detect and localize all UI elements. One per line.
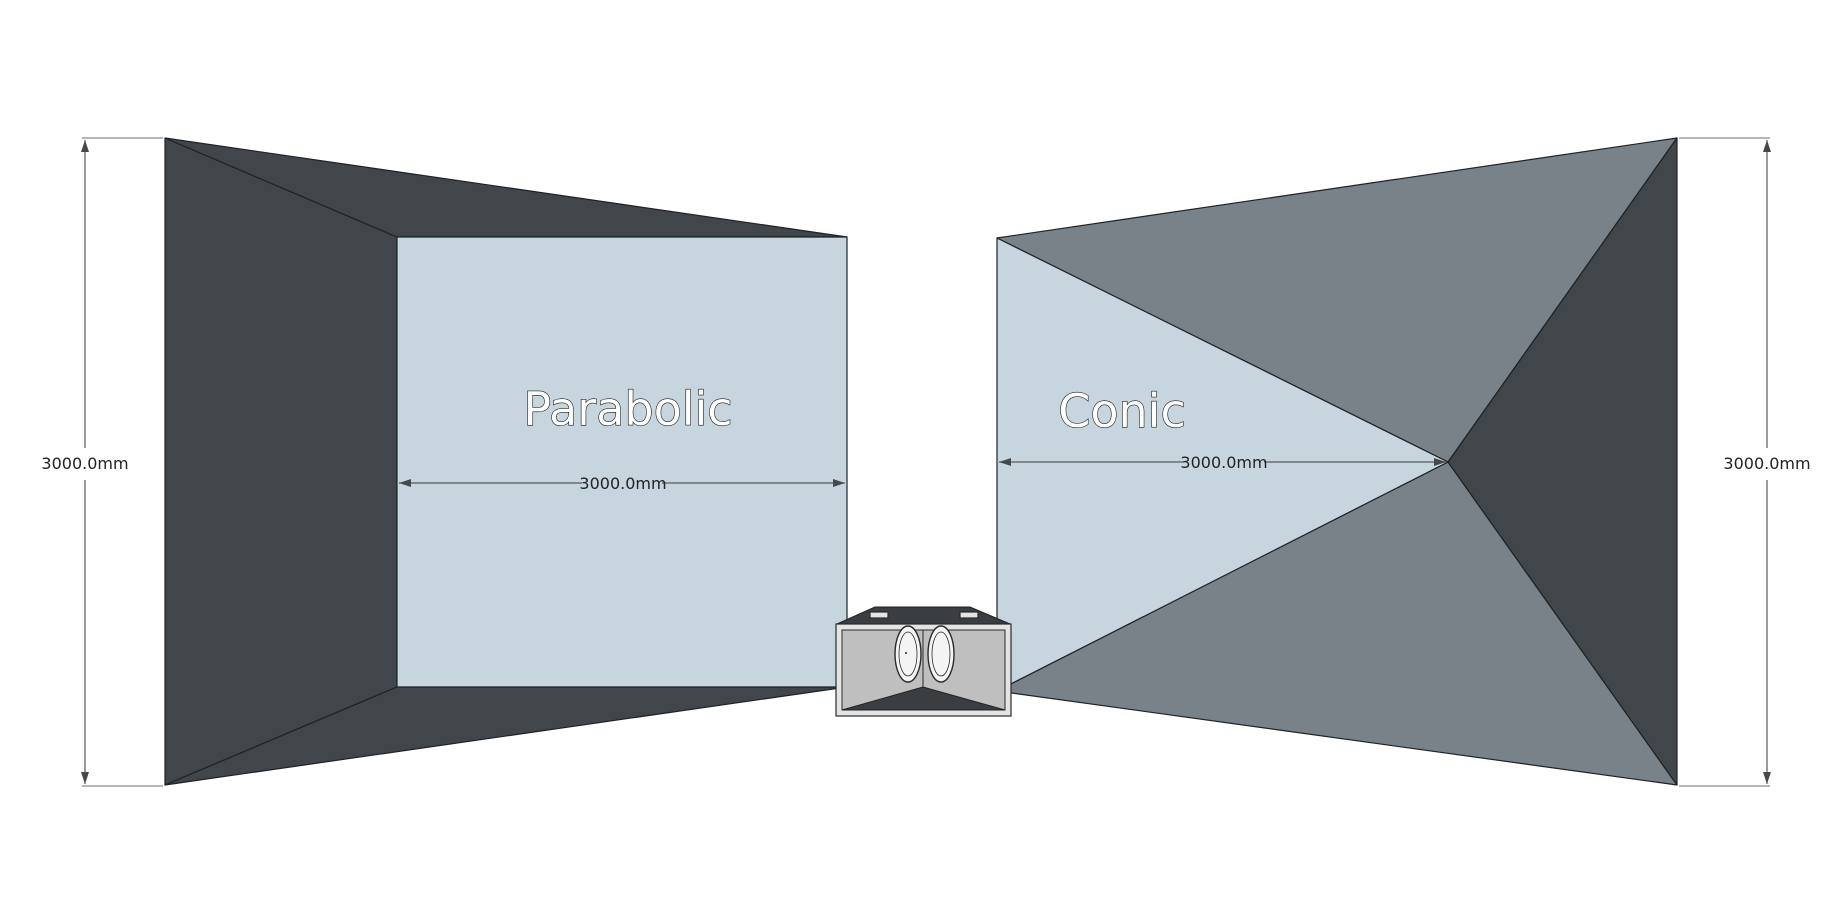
- dimension-arrow-icon: [833, 479, 845, 487]
- driver-right-icon: [927, 625, 955, 683]
- dimension-arrow-icon: [399, 479, 411, 487]
- conic-height-dimension: 3000.0mm: [1679, 137, 1811, 787]
- dimension-arrow-icon: [1763, 140, 1771, 152]
- enclosure-top-plate: [836, 606, 1011, 625]
- conic-horn-right-wall: [1447, 137, 1678, 786]
- parabolic-horn: Parabolic 3000.0mm 3000.0mm: [41, 137, 848, 787]
- driver-left-center: [905, 652, 907, 654]
- parabolic-horn-left-wall: [164, 137, 398, 786]
- parabolic-horn-label: Parabolic: [523, 382, 732, 436]
- dimension-arrow-icon: [81, 140, 89, 152]
- driver-enclosure: [835, 606, 1012, 717]
- driver-left-icon: [894, 625, 922, 683]
- dimension-arrow-icon: [999, 458, 1011, 466]
- parabolic-height-dimension-label: 3000.0mm: [41, 454, 128, 473]
- parabolic-width-dimension: 3000.0mm: [399, 474, 845, 493]
- parabolic-height-dimension: 3000.0mm: [41, 137, 163, 787]
- driver-right-cone: [931, 631, 951, 677]
- conic-width-dimension: 3000.0mm: [999, 453, 1446, 472]
- conic-height-dimension-label: 3000.0mm: [1723, 454, 1810, 473]
- parabolic-horn-back-panel: [396, 236, 848, 688]
- dimension-arrow-icon: [1434, 458, 1446, 466]
- conic-width-dimension-label: 3000.0mm: [1180, 453, 1267, 472]
- enclosure-top-tab: [959, 611, 979, 619]
- driver-left-cone: [898, 631, 918, 677]
- enclosure-bottom-wedge: [841, 686, 1006, 711]
- enclosure-top-tab: [869, 611, 889, 619]
- dimension-arrow-icon: [1763, 772, 1771, 784]
- parabolic-width-dimension-label: 3000.0mm: [579, 474, 666, 493]
- dimension-arrow-icon: [81, 772, 89, 784]
- conic-horn-label: Conic: [1058, 384, 1186, 438]
- conic-horn-left-wall: [996, 237, 1449, 692]
- conic-horn: Conic 3000.0mm 3000.0mm: [996, 137, 1811, 787]
